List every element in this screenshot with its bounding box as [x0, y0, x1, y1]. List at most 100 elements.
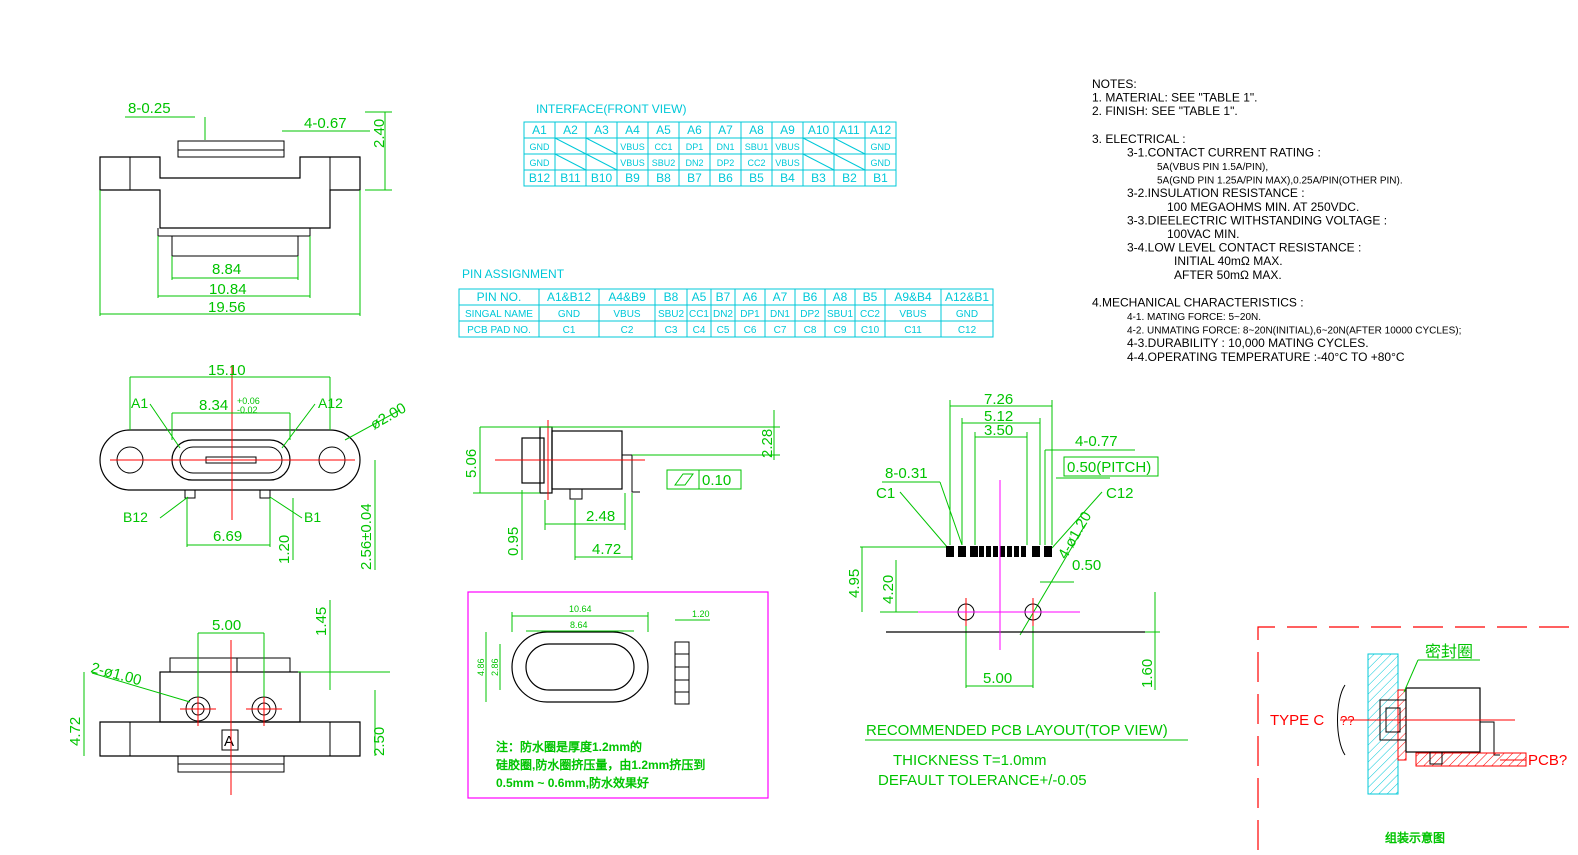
note-line: 2. FINISH: SEE "TABLE 1".: [1092, 104, 1238, 118]
front-dim-height: 2.56±0.04: [358, 503, 375, 570]
pin-table-cell-text: CC2: [860, 309, 880, 320]
interface-cell-text: A9: [780, 123, 795, 137]
pcb-pad: [958, 546, 966, 557]
interface-cell-text: VBUS: [620, 142, 645, 152]
label-b1: B1: [304, 509, 321, 525]
bottom-marker-box: [221, 729, 239, 751]
front-dim-width: 15.10: [208, 362, 246, 379]
pin-table-title: PIN ASSIGNMENT: [462, 267, 565, 281]
side-view: 2.28 5.06 0.10 2.48 4.72 0.95: [463, 410, 780, 560]
pcb-dim-077: 4-0.77: [1075, 433, 1118, 450]
interface-cell-text: GND: [871, 142, 892, 152]
assembly-caption: 组装示意图: [1385, 830, 1445, 845]
label-a12: A12: [318, 395, 343, 411]
interface-cell-text: B12: [529, 171, 551, 185]
seal-label: 密封圈: [1425, 643, 1473, 661]
gasket-frame: [467, 591, 769, 799]
pcb-tolerance: DEFAULT TOLERANCE+/-0.05: [878, 772, 1087, 789]
interface-cell-text: B3: [811, 171, 826, 185]
pin-table-cell-text: A7: [773, 290, 788, 304]
pin-table-cell-text: A8: [833, 290, 848, 304]
side-flatness: 0.10: [702, 472, 731, 489]
pin-table-cell-text: C7: [774, 325, 787, 336]
pin-table-cell-text: C9: [834, 325, 847, 336]
interface-cell-text: DP1: [686, 142, 704, 152]
pin-table-cell-text: A1&B12: [547, 290, 591, 304]
pcb-dim-420: 4.20: [880, 575, 897, 604]
label-a1: A1: [131, 395, 148, 411]
interface-cell-text: B1: [873, 171, 888, 185]
pin-table-cell-text: GND: [956, 309, 978, 320]
pcb-pad: [946, 546, 954, 557]
pcb-pad: [979, 546, 984, 557]
dim-small: 4-0.67: [304, 115, 347, 132]
pin-table-cell-text: C12: [958, 325, 977, 336]
gasket-dim-286: 2.86: [490, 658, 500, 676]
pin-table-cell-text: A9&B4: [894, 290, 932, 304]
pin-table-cell-text: SBU2: [658, 309, 685, 320]
pin-table-cell-text: B8: [664, 290, 679, 304]
gasket-note-2: 硅胶圈,防水圈挤压量，由1.2mm挤压到: [496, 757, 705, 772]
note-line: 4-1. MATING FORCE: 5~20N.: [1127, 312, 1261, 323]
pin-table-cell-text: SBU1: [827, 309, 854, 320]
pin-table-cell-text: A6: [743, 290, 758, 304]
interface-cell-text: B6: [718, 171, 733, 185]
pin-table-cell-text: A4&B9: [608, 290, 646, 304]
interface-cell-text: A12: [870, 123, 892, 137]
pin-table-cell-text: GND: [558, 309, 580, 320]
note-line: 4.MECHANICAL CHARACTERISTICS :: [1092, 295, 1304, 309]
interface-cell-text: B11: [560, 171, 581, 185]
note-line: 3-3.DIEELECTRIC WITHSTANDING VOLTAGE :: [1127, 213, 1387, 227]
notes: NOTES:1. MATERIAL: SEE "TABLE 1".2. FINI…: [1092, 77, 1461, 364]
front-dim-pin-h: 1.20: [276, 535, 293, 564]
note-line: INITIAL 40mΩ MAX.: [1174, 254, 1283, 268]
gasket-detail: 10.64 8.64 1.20 4.86 2.86 注：防水圈是厚度1.2mm的…: [467, 591, 769, 799]
interface-cell-text: A2: [563, 123, 578, 137]
pcb-thickness: THICKNESS T=1.0mm: [893, 752, 1047, 769]
pin-table-cell-text: VBUS: [899, 309, 927, 320]
dim-mid: 10.84: [209, 281, 247, 298]
interface-title: INTERFACE(FRONT VIEW): [536, 102, 686, 116]
side-dim-c: 0.95: [505, 527, 522, 556]
interface-cell-text: A8: [749, 123, 764, 137]
note-line: 3-1.CONTACT CURRENT RATING :: [1127, 145, 1321, 159]
note-line: 4-4.OPERATING TEMPERATURE :-40°C TO +80°…: [1127, 350, 1405, 364]
interface-cell-text: B4: [780, 171, 795, 185]
interface-cell-text: B2: [842, 171, 857, 185]
bottom-marker: A: [224, 733, 234, 750]
interface-cell-text: B10: [591, 171, 613, 185]
assembly-sketch: 密封圈 TYPE C ?? PCB? 组装示意图: [1257, 626, 1578, 850]
interface-cell-text: A3: [594, 123, 609, 137]
front-view-outline: [99, 429, 361, 491]
pcb-dim-120: 4-ø1.20: [1055, 509, 1096, 562]
pcb-pad: [1021, 546, 1026, 557]
note-line: 4-2. UNMATING FORCE: 8~20N(INITIAL),6~20…: [1127, 326, 1461, 337]
pin-table-cell-text: A12&B1: [945, 290, 989, 304]
note-line: 100 MEGAOHMS MIN. AT 250VDC.: [1167, 200, 1359, 214]
pcb-pad: [1014, 546, 1019, 557]
pin-table-cell-text: C6: [744, 325, 757, 336]
top-view: 8-0.25 4-0.67 2.40 8.84 10.84 19.56: [99, 100, 392, 316]
pin-table-cell-text: C2: [621, 325, 634, 336]
pin-table-cell-text: B6: [803, 290, 818, 304]
gasket-dim-120: 1.20: [692, 609, 710, 619]
pcb-dim-160: 1.60: [1139, 659, 1156, 688]
interface-cell-text: B9: [625, 171, 640, 185]
pin-table-cell-text: C8: [804, 325, 817, 336]
note-line: AFTER 50mΩ MAX.: [1174, 268, 1282, 282]
pcb-dim-495: 4.95: [846, 569, 863, 598]
dim-total: 19.56: [208, 299, 246, 316]
dim-inner: 8.84: [212, 261, 241, 278]
interface-cell-text: A10: [808, 123, 830, 137]
bottom-dim-top: 1.45: [313, 607, 330, 636]
pin-table-cell-text: C10: [861, 325, 880, 336]
front-dim-hole: ø2.00: [368, 400, 410, 434]
pin-table-cell-text: CC1: [689, 309, 709, 320]
bottom-view-shell: [159, 671, 301, 723]
note-line: 3-4.LOW LEVEL CONTACT RESISTANCE :: [1127, 241, 1361, 255]
note-line: 3-2.INSULATION RESISTANCE :: [1127, 186, 1305, 200]
side-dim-a: 2.48: [586, 508, 615, 525]
pcb-pad: [1007, 546, 1012, 557]
